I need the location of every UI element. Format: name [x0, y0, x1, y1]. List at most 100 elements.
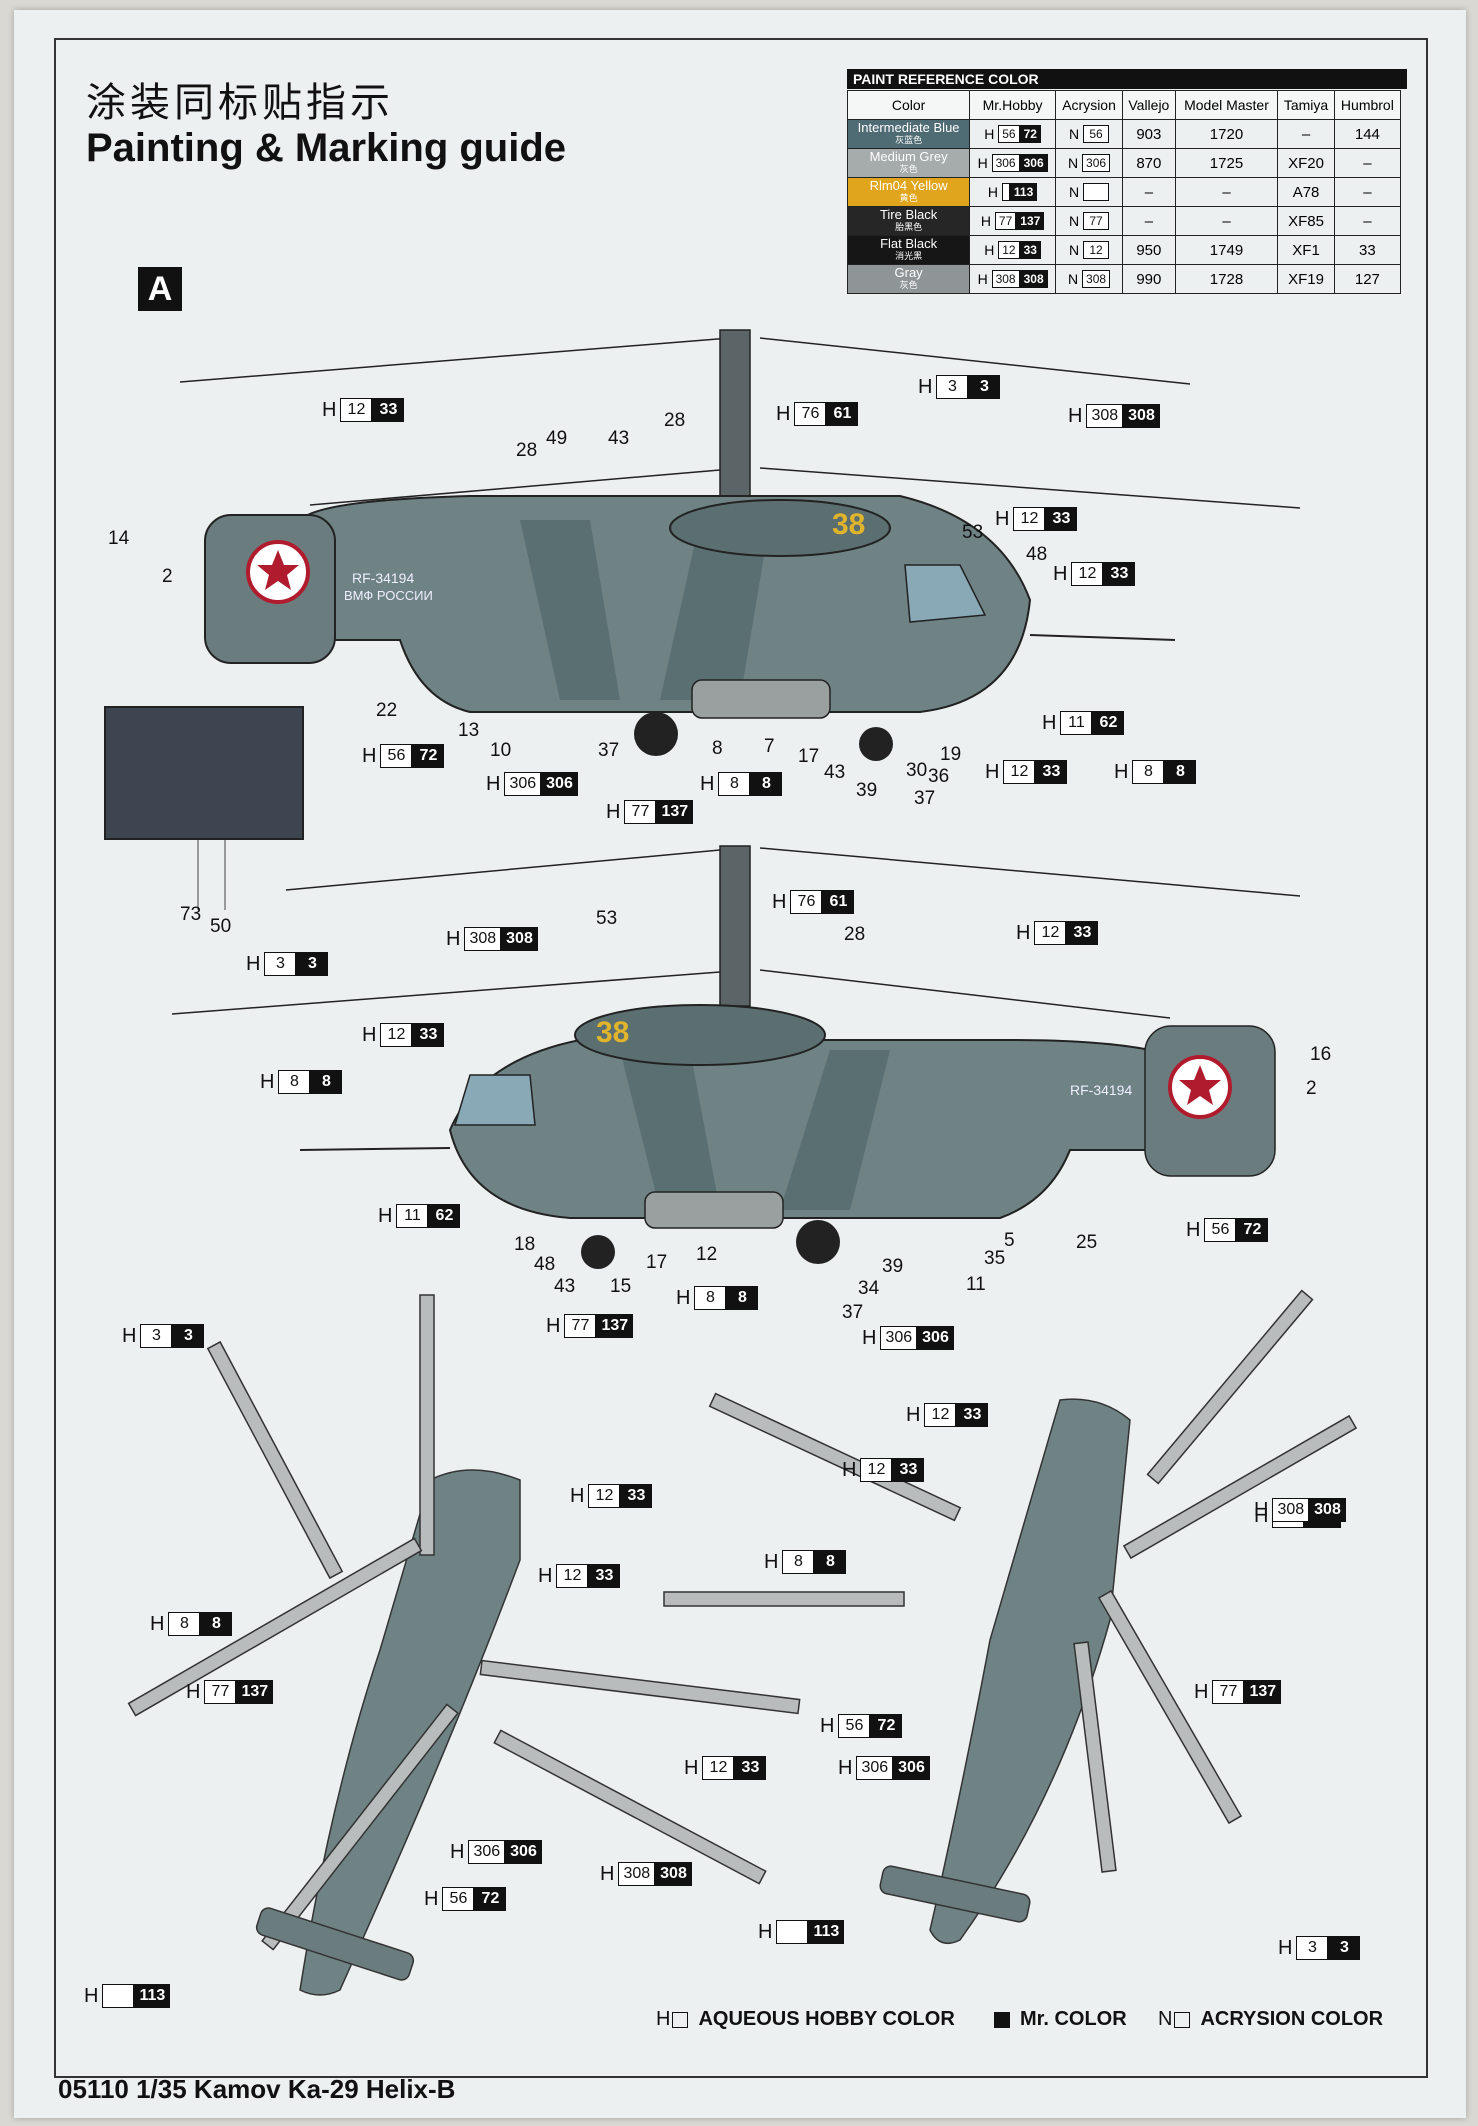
- part-number: 19: [940, 744, 962, 765]
- part-number: 43: [824, 762, 846, 783]
- part-number: 17: [798, 746, 820, 767]
- acrysion-code: N 77: [1054, 206, 1124, 236]
- part-number: 39: [882, 1256, 904, 1277]
- mm-code: 1720: [1174, 119, 1279, 149]
- middle-profile-star: [1168, 1055, 1232, 1119]
- acrysion-code: N 306: [1054, 148, 1124, 178]
- legend-acrysion-label: ACRYSION COLOR: [1200, 2008, 1384, 2030]
- part-number: 10: [490, 740, 512, 761]
- part-number: 28: [664, 410, 686, 431]
- part-number: 43: [608, 428, 630, 449]
- part-number: 2: [1306, 1078, 1317, 1099]
- part-number: 35: [984, 1248, 1006, 1269]
- vallejo-code: 870: [1122, 148, 1176, 178]
- side-number-middle: 38: [596, 1016, 630, 1049]
- side-number-top: 38: [832, 508, 866, 541]
- part-number: 43: [554, 1276, 576, 1297]
- legend-mrcolor: Mr. COLOR: [992, 2008, 1127, 2031]
- part-number: 16: [1310, 1044, 1332, 1065]
- acrysion-code: N: [1054, 177, 1124, 207]
- part-number: 17: [646, 1252, 668, 1273]
- tamiya-code: XF1: [1277, 235, 1335, 265]
- kit-footer: 05110 1/35 Kamov Ka-29 Helix-B: [58, 2074, 456, 2104]
- acrysion-code: N 308: [1054, 264, 1124, 294]
- paint-table-heading: PAINT REFERENCE COLOR: [847, 69, 1407, 89]
- col-acrysion: Acrysion: [1054, 90, 1124, 120]
- col-mrhobby: Mr.Hobby: [969, 90, 1056, 120]
- acrysion-code: N 56: [1054, 119, 1124, 149]
- part-number: 34: [858, 1278, 880, 1299]
- col-color: Color: [846, 90, 971, 120]
- part-number: 28: [844, 924, 866, 945]
- part-number: 37: [842, 1302, 864, 1323]
- plan-view-right: [663, 1289, 1358, 1945]
- col-humbrol: Humbrol: [1333, 90, 1402, 120]
- part-number: 73: [180, 904, 202, 925]
- part-number: 48: [534, 1254, 556, 1275]
- part-number: 7: [764, 736, 775, 757]
- legend-acrysion: N ACRYSION COLOR: [1158, 2008, 1384, 2030]
- tamiya-code: XF19: [1277, 264, 1335, 294]
- col-modelmaster: Model Master: [1174, 90, 1279, 120]
- part-number: 25: [1076, 1232, 1098, 1253]
- acrysion-marker-icon: [1174, 2011, 1191, 2028]
- col-tamiya: Tamiya: [1277, 90, 1335, 120]
- tamiya-code: A78: [1277, 177, 1335, 207]
- page-title: Painting & Marking guide: [86, 126, 567, 170]
- part-number: 39: [856, 780, 878, 801]
- unit-marking: ВМФ РОССИИ: [344, 588, 433, 603]
- part-number: 11: [966, 1274, 986, 1295]
- cockpit-door-inset: [104, 706, 304, 840]
- top-profile-star: [246, 540, 310, 604]
- serial-marking: RF-34194: [352, 570, 415, 586]
- part-number: 2: [162, 566, 173, 587]
- part-number: 37: [598, 740, 620, 761]
- part-number: 50: [210, 916, 232, 937]
- vallejo-code: 950: [1122, 235, 1176, 265]
- mm-code: –: [1174, 206, 1279, 236]
